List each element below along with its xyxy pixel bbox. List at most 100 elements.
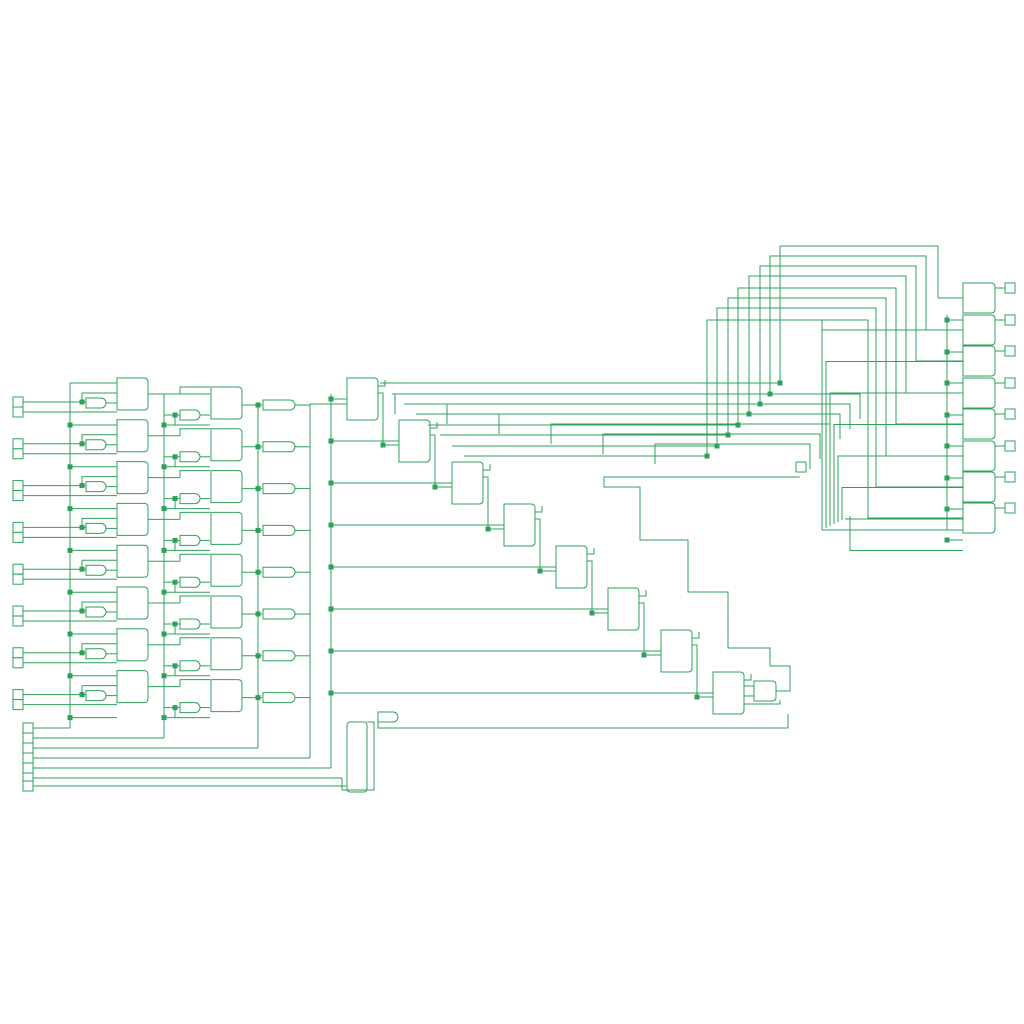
status-pin: [795, 461, 807, 473]
small-gate-2: [179, 534, 201, 546]
cascade-block: [451, 461, 484, 505]
out-wire: [378, 380, 386, 387]
wire: [81, 434, 117, 444]
cross-wire: [849, 516, 963, 551]
junction-dot: [589, 610, 595, 616]
feedback-wire: [498, 413, 841, 439]
cross-wire: [833, 424, 963, 524]
output-pin: [1004, 408, 1016, 420]
output-pin: [1004, 377, 1016, 389]
input-pin-b: [12, 573, 24, 585]
input-pin-a: [12, 563, 24, 575]
wire: [81, 559, 117, 570]
small-gate-2: [179, 451, 201, 463]
output-block: [962, 314, 996, 346]
route-wire: [464, 319, 963, 519]
feedback-wire: [394, 393, 861, 419]
wire: [341, 721, 375, 791]
cross-wire: [845, 518, 963, 520]
cross-wire: [841, 487, 963, 520]
feedback-wire: [446, 403, 851, 429]
junction-dot: [255, 653, 261, 659]
input-pin-b: [12, 699, 24, 711]
carry-wire: [639, 602, 661, 656]
junction-dot: [537, 568, 543, 574]
input-pin-b: [12, 490, 24, 502]
input-pin-b: [12, 657, 24, 669]
cascade-block: [555, 545, 588, 589]
input-pin-a: [12, 647, 24, 659]
junction-dot: [777, 380, 783, 386]
junction-dot: [641, 652, 647, 658]
small-gate: [85, 439, 107, 451]
control-gate: [377, 711, 399, 723]
output-pin: [1004, 345, 1016, 357]
buffer-gate: [262, 524, 296, 536]
output-block: [962, 345, 996, 377]
small-gate-2: [179, 409, 201, 421]
junction-dot: [328, 648, 334, 654]
wire: [179, 386, 210, 394]
input-pin-b: [12, 448, 24, 460]
output-block: [962, 471, 996, 503]
route-wire: [392, 255, 963, 395]
stage2-block: [210, 595, 243, 629]
input-pin-b: [12, 406, 24, 418]
wire: [81, 476, 117, 486]
cascade-block: [712, 671, 745, 715]
junction-dot: [328, 480, 334, 486]
output-pin: [1004, 314, 1016, 326]
output-block: [962, 377, 996, 409]
stage1-block: [116, 670, 149, 704]
junction-dot: [255, 402, 261, 408]
junction-dot: [255, 486, 261, 492]
junction-dot: [735, 422, 741, 428]
wire: [81, 643, 117, 653]
small-gate-2: [179, 576, 201, 588]
wire: [81, 517, 117, 528]
wire: [179, 428, 210, 436]
junction-dot: [328, 438, 334, 444]
junction-dot: [328, 690, 334, 696]
wire: [179, 470, 210, 478]
small-gate: [85, 690, 107, 702]
input-pin-a: [12, 521, 24, 533]
buffer-gate: [262, 441, 296, 453]
cascade-block: [503, 503, 536, 547]
stage1-block: [116, 544, 149, 578]
wire: [179, 679, 210, 687]
stage2-block: [210, 679, 243, 713]
wire: [179, 553, 210, 562]
cross-wire: [821, 329, 963, 530]
buffer-gate: [262, 650, 296, 662]
cascade-block: [607, 587, 640, 631]
stage2-block: [210, 553, 243, 587]
carry-wire: [587, 560, 608, 614]
return-wire: [603, 476, 800, 692]
stage2-block: [210, 470, 243, 504]
small-gate-2: [179, 493, 201, 505]
cascade-block: [660, 629, 693, 673]
carry-wire: [692, 644, 713, 698]
output-pin: [1004, 502, 1016, 514]
output-pin: [1004, 471, 1016, 483]
junction-dot: [328, 606, 334, 612]
out-wire: [744, 674, 752, 681]
small-gate-2: [179, 618, 201, 630]
junction-dot: [714, 443, 720, 449]
junction-dot: [255, 695, 261, 701]
input-pin-a: [12, 480, 24, 492]
output-block: [962, 440, 996, 472]
final-gate: [753, 680, 777, 702]
wire: [179, 511, 210, 520]
out-wire: [639, 590, 647, 597]
wire: [81, 685, 117, 695]
junction-dot: [255, 611, 261, 617]
control-pin: [22, 732, 34, 744]
stage1-block: [116, 628, 149, 662]
small-gate: [85, 564, 107, 576]
route-wire: [380, 245, 963, 384]
out-wire: [692, 632, 700, 639]
carry-wire: [483, 476, 504, 530]
